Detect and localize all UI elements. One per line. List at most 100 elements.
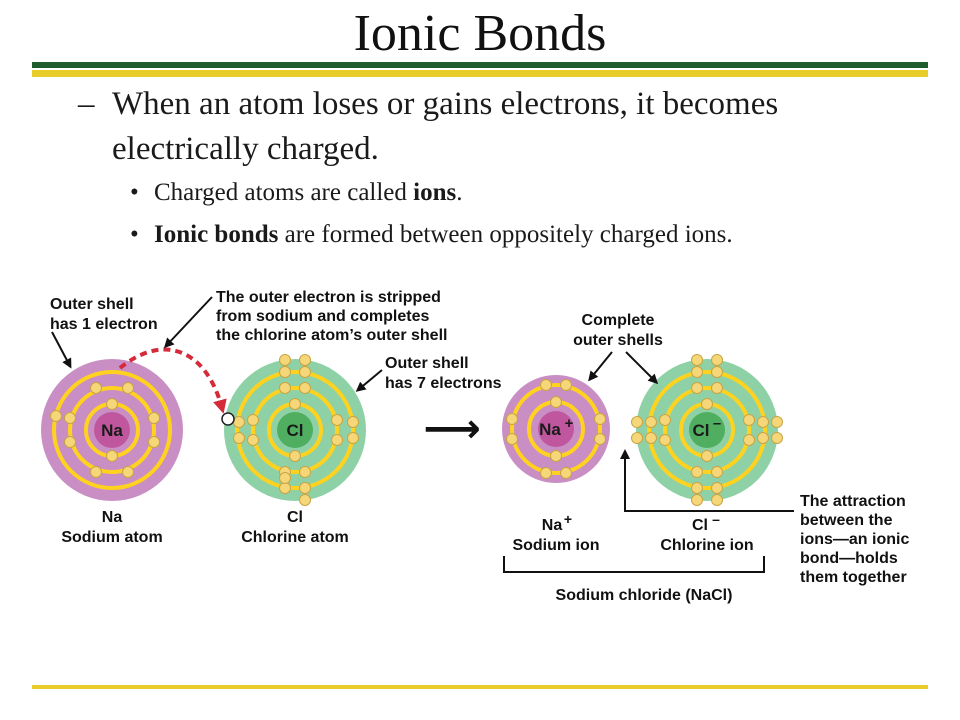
nacl-label: Sodium chloride (NaCl): [556, 587, 733, 604]
electron: [90, 466, 102, 478]
sub2-bold: Ionic bonds: [154, 221, 279, 248]
electron: [279, 482, 291, 494]
chlorine-outer-orbit: [235, 370, 355, 490]
bullet-list: – When an atom loses or gains electrons,…: [0, 0, 960, 260]
electron: [506, 413, 518, 425]
electron: [506, 433, 518, 445]
electron: [247, 414, 259, 426]
sub1-post: .: [456, 179, 463, 206]
main-point-text: When an atom loses or gains electrons, i…: [112, 86, 779, 167]
chlorine-ion-middle-orbit: [663, 386, 751, 474]
sub-bullet-text: Charged atoms are called ions.: [154, 177, 463, 209]
slide-title: Ionic Bonds: [353, 5, 607, 62]
sodium-ion-outer-orbit: [510, 383, 602, 475]
attraction-line5: them together: [800, 569, 907, 586]
chlorine-ion-outer-orbit: [647, 370, 767, 490]
electron: [299, 366, 311, 378]
sub-bullet-text: Ionic bonds are formed between oppositel…: [154, 219, 733, 251]
electron: [299, 494, 311, 506]
attraction-line1: The attraction: [800, 493, 906, 510]
electron: [50, 410, 62, 422]
electron: [64, 436, 76, 448]
nacl-bracket: [503, 556, 765, 573]
electron-transfer-arrow: [118, 347, 227, 414]
footer-rule: [32, 685, 928, 689]
outer-shell-seven-line2: has 7 electrons: [385, 375, 502, 392]
electron: [279, 382, 291, 394]
sodium-ion-symbol: Na: [542, 517, 563, 534]
electron: [148, 412, 160, 424]
electron: [691, 482, 703, 494]
sodium-ion-nucleus-charge: +: [565, 415, 574, 432]
electron: [757, 432, 769, 444]
electron: [743, 434, 755, 446]
electron: [279, 472, 291, 484]
title-rule-yellow: [32, 70, 928, 77]
electron: [560, 379, 572, 391]
chlorine-nucleus-label: Cl: [287, 421, 304, 440]
attraction-pointer: [620, 449, 794, 512]
electron: [233, 416, 245, 428]
electron: [691, 382, 703, 394]
electron: [550, 396, 562, 408]
complete-shells-line2: outer shells: [573, 332, 663, 349]
sodium-ion-electrons: [506, 379, 606, 479]
electron: [594, 433, 606, 445]
sodium-outer-orbit: [52, 370, 172, 490]
sodium-atom-label: Sodium atom: [61, 529, 162, 546]
sodium-ion-label: Sodium ion: [512, 537, 599, 554]
electron: [540, 467, 552, 479]
electron: [347, 416, 359, 428]
attraction-line4: bond—holds: [800, 550, 898, 567]
electron: [691, 366, 703, 378]
electron: [691, 354, 703, 366]
chlorine-ion-charge: –: [712, 511, 720, 527]
bullet-marker: •: [130, 179, 139, 206]
complete-shell-pointer-left: [588, 351, 613, 382]
sub1-pre: Charged atoms are called: [154, 179, 414, 206]
electron: [771, 416, 783, 428]
chlorine-atom: Cl: [221, 354, 366, 506]
chlorine-electrons: [233, 354, 359, 506]
outer-shell-one-pointer: [51, 331, 72, 369]
electron: [289, 450, 301, 462]
electron: [550, 450, 562, 462]
sodium-middle-orbit: [68, 386, 156, 474]
vacant-electron-slot: [221, 412, 235, 426]
electron: [279, 366, 291, 378]
electron: [743, 414, 755, 426]
sodium-nucleus-label: Na: [101, 421, 123, 440]
electron: [701, 398, 713, 410]
sodium-atom-symbol: Na: [102, 509, 123, 526]
electron: [347, 432, 359, 444]
electron: [631, 416, 643, 428]
electron: [247, 434, 259, 446]
outer-shell-seven-pointer: [355, 369, 383, 392]
sodium-atom: Na: [41, 359, 183, 501]
sub2-post: are formed between oppositely charged io…: [278, 221, 733, 248]
electron: [90, 382, 102, 394]
electron: [711, 466, 723, 478]
electron: [233, 432, 245, 444]
electron: [148, 436, 160, 448]
electron: [122, 466, 134, 478]
stripped-electron-pointer: [163, 296, 213, 349]
electron: [711, 382, 723, 394]
title-rule-green: [32, 62, 928, 68]
electron: [645, 416, 657, 428]
electron: [106, 398, 118, 410]
electron: [631, 432, 643, 444]
chlorine-ion: Cl –: [631, 354, 783, 506]
chlorine-ion-nucleus: [689, 412, 725, 448]
complete-shells-line1: Complete: [582, 312, 655, 329]
chlorine-ion-nucleus-charge: –: [713, 415, 721, 432]
electron: [701, 450, 713, 462]
chlorine-ion-symbol: Cl: [692, 517, 708, 534]
bullet-marker: •: [130, 221, 139, 248]
electron: [299, 466, 311, 478]
electron: [331, 414, 343, 426]
stripped-line3: the chlorine atom’s outer shell: [216, 327, 447, 344]
electron: [106, 450, 118, 462]
reaction-arrow: ⟶: [423, 406, 480, 452]
